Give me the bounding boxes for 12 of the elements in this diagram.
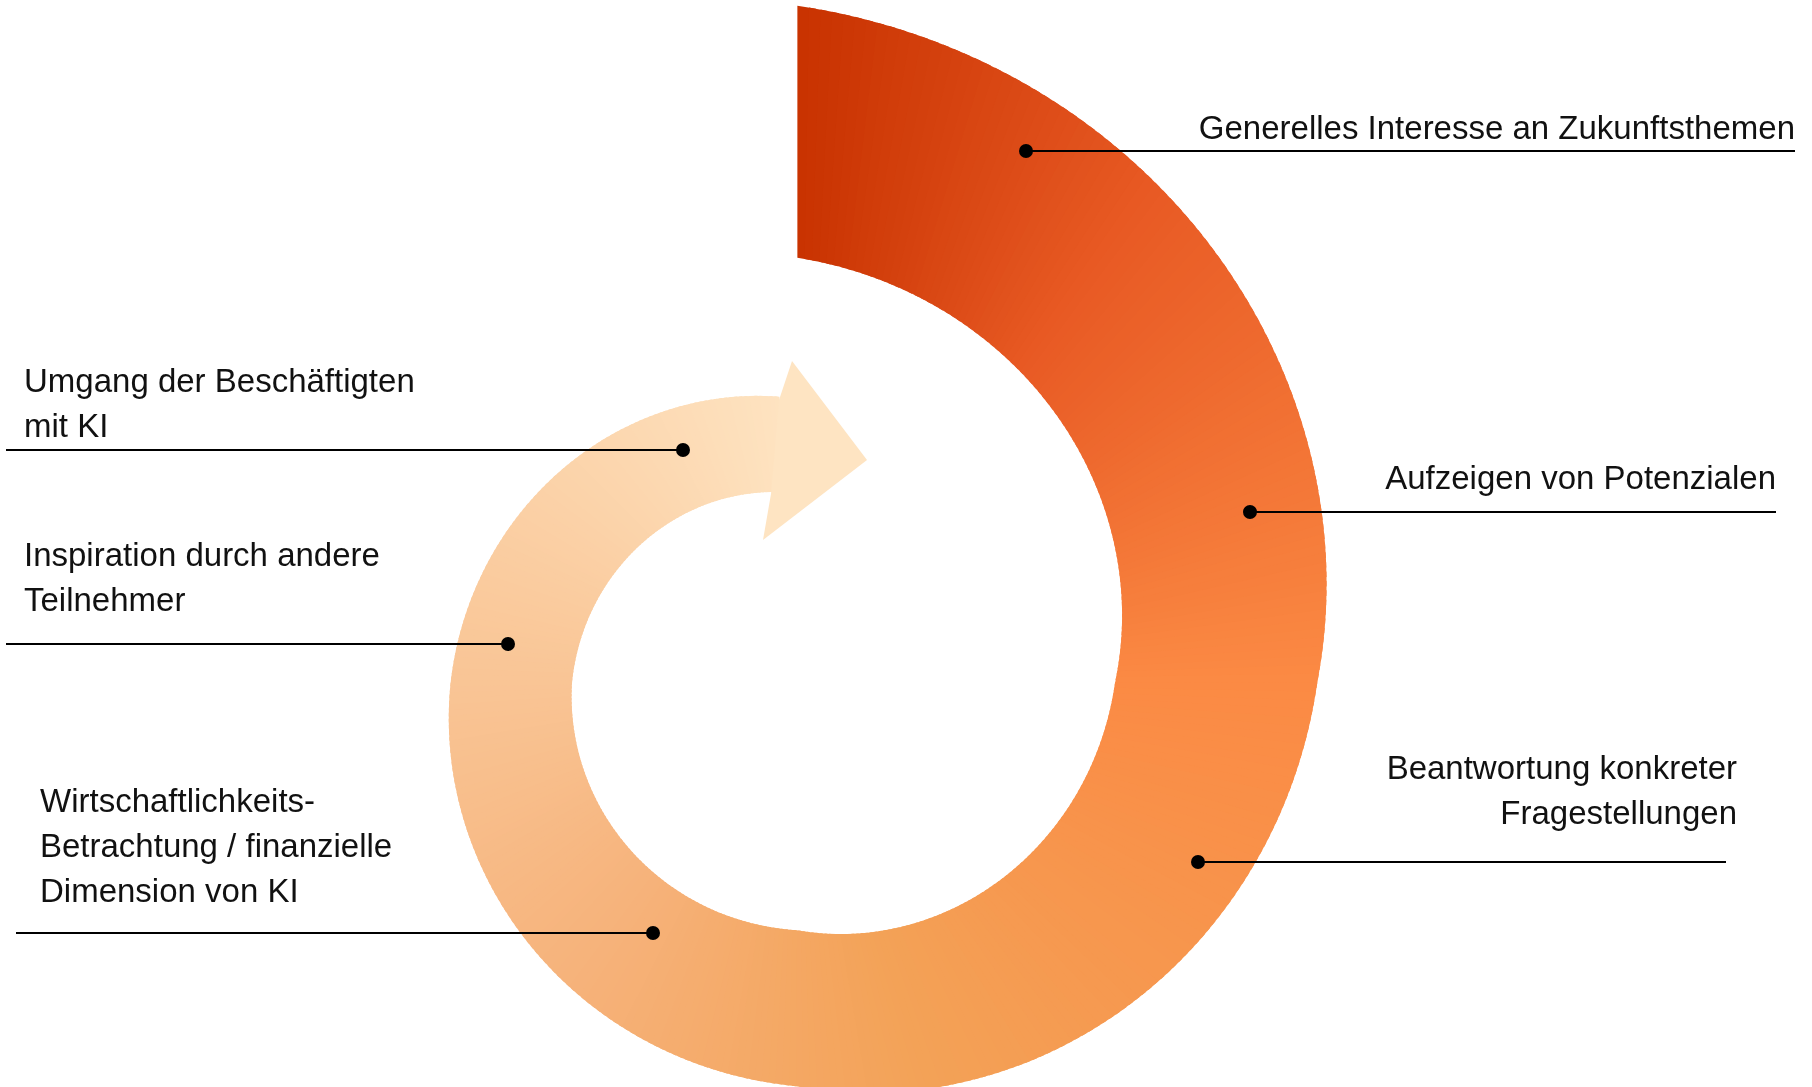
leader-line bbox=[1243, 505, 1777, 519]
leader-line bbox=[1191, 855, 1727, 869]
leader-line bbox=[5, 443, 690, 457]
leader-line bbox=[15, 926, 660, 940]
leader-line bbox=[1019, 144, 1796, 158]
callout-text: Beantwortung konkreter Fragestellungen bbox=[1385, 748, 1737, 833]
callout-text: Inspiration durch andere Teilnehmer bbox=[24, 535, 381, 620]
leader-line bbox=[5, 637, 515, 651]
callout-text: Wirtschaftlichkeits-Betrachtung / finanzielle Dimension von KI bbox=[40, 781, 394, 911]
callout-text: Aufzeigen von Potenzialen bbox=[1384, 458, 1776, 498]
callout-text: Generelles Interesse an Zukunftsthemen bbox=[1197, 108, 1795, 148]
callout-text: Umgang der Beschäftigten mit KI bbox=[24, 361, 416, 446]
